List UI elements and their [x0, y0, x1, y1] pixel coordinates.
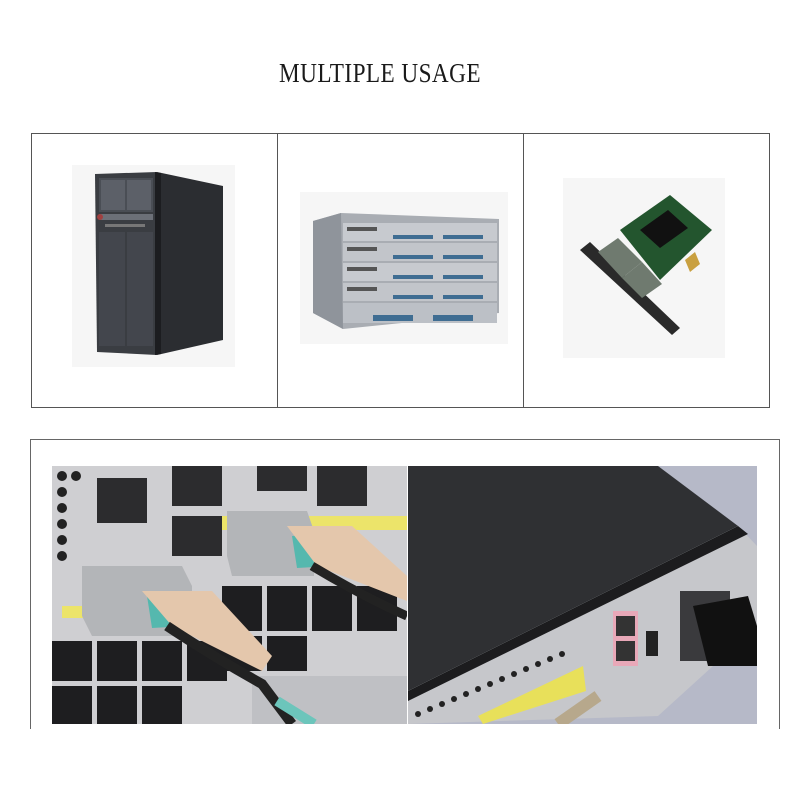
- switch-transceiver-photo: [52, 466, 407, 724]
- usage-cell-tower-server: [32, 134, 278, 407]
- blade-chassis-image: [313, 213, 499, 329]
- tower-server-image: [95, 172, 223, 355]
- network-card-image: [580, 195, 712, 335]
- usage-grid: [31, 133, 770, 408]
- usage-cell-blade-chassis: [278, 134, 524, 407]
- application-photos-frame: [30, 439, 780, 729]
- router-rear-photo: [408, 466, 757, 724]
- page-title: MULTIPLE USAGE: [279, 58, 481, 88]
